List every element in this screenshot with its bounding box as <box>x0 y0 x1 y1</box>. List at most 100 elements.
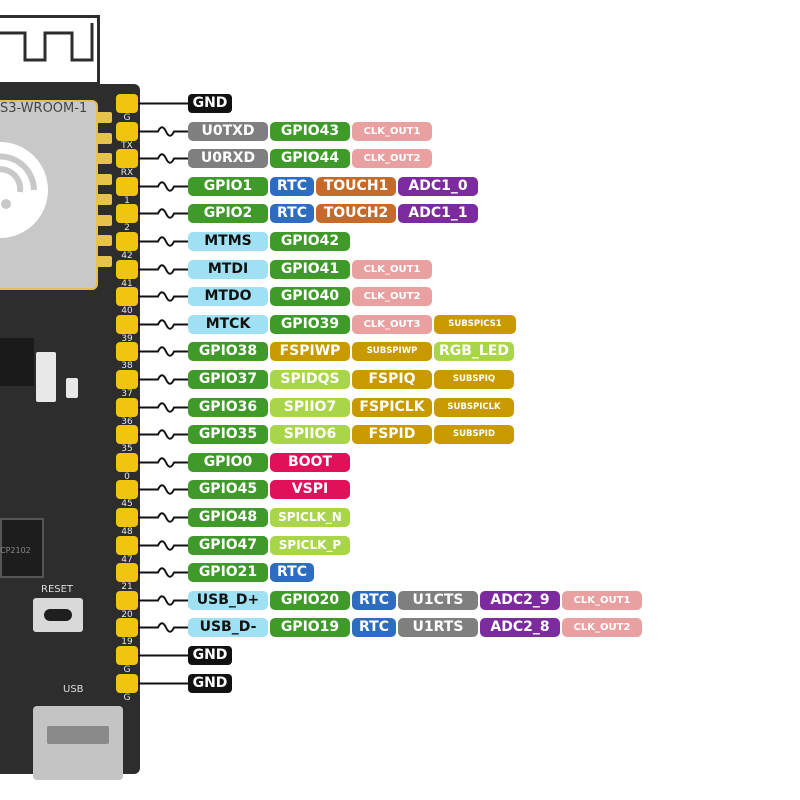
pin-function-tag-spi-dark: SUBSPID <box>434 425 514 445</box>
header-pin-label: 1 <box>124 195 130 206</box>
header-pin-pad <box>116 618 138 638</box>
usb-label: USB <box>63 684 84 695</box>
pin-function-tag-rtc: RTC <box>270 204 314 224</box>
header-pin-label: 47 <box>121 554 133 565</box>
header-pin-pad <box>116 563 138 583</box>
espressif-logo-icon <box>0 142 48 238</box>
pin-function-tag-gpio: GPIO2 <box>188 204 268 224</box>
header-pin-label: 2 <box>124 223 130 234</box>
pin-function-tag-jtag: MTDI <box>188 259 268 279</box>
module-gold-pad <box>96 214 112 226</box>
pin-function-tag-uart: U1CTS <box>398 590 478 610</box>
header-pin-pad <box>116 342 138 362</box>
header-pin-label: 0 <box>124 471 130 482</box>
pin-function-tag-clk-out: CLK_OUT2 <box>352 149 432 169</box>
header-pin-pad <box>116 314 138 334</box>
pin-connector-line <box>138 236 190 247</box>
header-pin-label: 20 <box>121 609 133 620</box>
capacitor-large <box>36 352 56 402</box>
pin-function-tag-gpio: GPIO20 <box>270 590 350 610</box>
usb-port <box>33 706 123 780</box>
module-name-label: S3-WROOM-1 <box>0 101 88 116</box>
header-pin-pad <box>116 535 138 555</box>
header-pin-pad <box>116 370 138 389</box>
pin-connector-line <box>138 181 190 192</box>
pin-function-tag-gpio: GPIO40 <box>270 287 350 307</box>
pin-connector-line <box>138 654 190 657</box>
pin-connector-line <box>138 401 190 413</box>
header-pin-label: G <box>123 665 131 675</box>
module-gold-pad <box>96 235 112 246</box>
pin-function-tag-gpio: GPIO19 <box>270 618 350 638</box>
header-pin-label: 38 <box>121 361 133 372</box>
pin-connector-line <box>138 346 190 358</box>
pin-connector-line <box>138 512 190 523</box>
module-gold-pad <box>96 194 112 205</box>
pin-function-tag-gpio: GPIO0 <box>188 452 268 472</box>
pin-function-tag-strap: BOOT <box>270 452 350 472</box>
pin-function-tag-gpio: GPIO36 <box>188 397 268 417</box>
header-pin-label: 48 <box>121 527 133 537</box>
pin-connector-line <box>138 682 190 685</box>
header-pin-pad <box>116 673 138 693</box>
pin-connector-line <box>138 622 190 634</box>
reset-label: RESET <box>41 584 74 595</box>
pin-function-tag-gnd: GND <box>188 646 232 665</box>
pin-function-tag-spi-light: RGB_LED <box>434 342 514 362</box>
header-pin-label: 35 <box>121 444 133 455</box>
module-gold-pad <box>96 153 112 164</box>
pin-connector-line <box>138 484 190 496</box>
pin-function-tag-adc: ADC1_1 <box>398 204 478 224</box>
header-pin-pad <box>116 397 138 417</box>
header-pin-label: G <box>123 113 131 123</box>
header-pin-label: 19 <box>121 637 133 648</box>
pin-function-tag-gpio: GPIO42 <box>270 232 350 251</box>
usb-uart-chip <box>0 518 44 578</box>
pin-function-tag-gpio: GPIO48 <box>188 508 268 527</box>
pin-function-tag-rtc: RTC <box>270 563 314 583</box>
header-pin-label: RX <box>120 168 134 179</box>
reset-button <box>33 598 83 632</box>
pin-function-tag-gpio: GPIO1 <box>188 176 268 196</box>
module-gold-pad <box>96 173 112 185</box>
pin-function-tag-gnd: GND <box>188 94 232 113</box>
pin-function-tag-gpio: GPIO21 <box>188 563 268 583</box>
pin-function-tag-spi-light: SPIIO7 <box>270 397 350 417</box>
header-pin-label: 45 <box>121 499 133 510</box>
usb-uart-chip-label: CP2102 <box>0 546 31 555</box>
pin-function-tag-touch: TOUCH1 <box>316 176 396 196</box>
pin-function-tag-spi-dark: SUBSPIWP <box>352 342 432 362</box>
pin-connector-line <box>138 595 190 606</box>
voltage-regulator <box>0 338 34 386</box>
pin-connector-line <box>138 125 190 137</box>
pin-function-tag-gpio: GPIO44 <box>270 149 350 169</box>
pin-connector-line <box>138 429 190 440</box>
pin-function-tag-clk-out: CLK_OUT1 <box>352 259 432 279</box>
pin-function-tag-spi-light: SPICLK_N <box>270 508 350 527</box>
pin-function-tag-gpio: GPIO45 <box>188 480 268 500</box>
module-gold-pad <box>96 255 112 267</box>
header-pin-pad <box>116 94 138 113</box>
header-pin-label: 40 <box>121 306 133 317</box>
pin-connector-line <box>138 457 190 468</box>
header-pin-pad <box>116 287 138 307</box>
pin-function-tag-adc: ADC2_8 <box>480 618 560 638</box>
pin-connector-line <box>138 263 190 275</box>
pin-function-tag-adc: ADC1_0 <box>398 176 478 196</box>
pin-function-tag-spi-light: SPICLK_P <box>270 535 350 555</box>
pcb-antenna <box>0 15 100 85</box>
pin-function-tag-uart: U0RXD <box>188 149 268 169</box>
pin-function-tag-gpio: GPIO38 <box>188 342 268 362</box>
pin-function-tag-uart: U0TXD <box>188 121 268 141</box>
header-pin-pad <box>116 204 138 224</box>
pin-function-tag-rtc: RTC <box>352 618 396 638</box>
header-pin-label: 37 <box>121 389 133 399</box>
module-gold-pad <box>96 132 112 144</box>
pin-function-tag-clk-out: CLK_OUT2 <box>562 618 642 638</box>
header-pin-label: 42 <box>121 251 133 261</box>
pin-function-tag-spi-dark: FSPID <box>352 425 432 445</box>
capacitor-small <box>66 378 78 398</box>
pin-function-tag-gpio: GPIO47 <box>188 535 268 555</box>
header-pin-pad <box>116 480 138 500</box>
pin-function-tag-spi-light: SPIDQS <box>270 370 350 389</box>
